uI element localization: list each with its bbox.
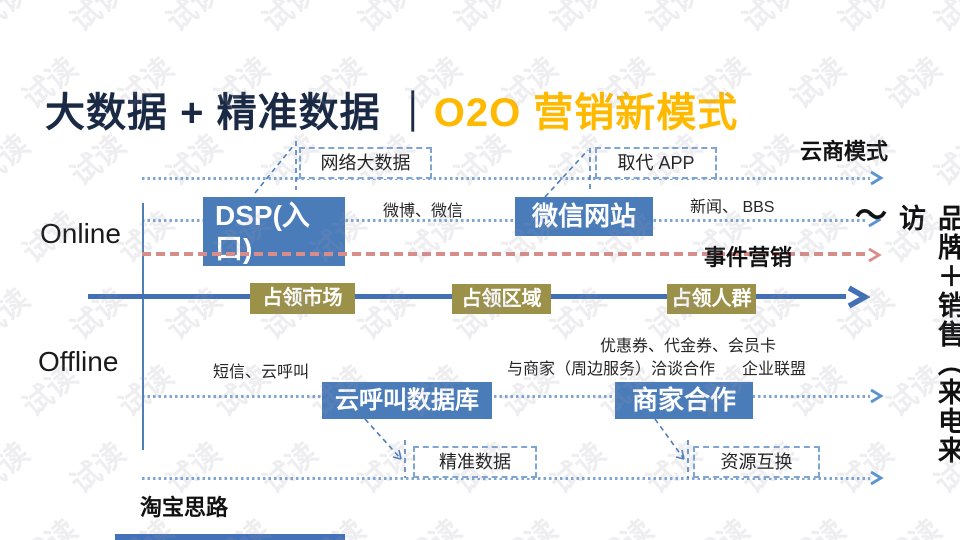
flow-line-offline-dotted — [142, 395, 870, 398]
merchant-negotiation-note: 与商家（周边服务）洽谈合作 — [507, 361, 716, 378]
taobao-idea-note: 淘宝思路 — [140, 495, 229, 520]
arrow-main-solid — [847, 285, 870, 309]
arrow-offline-dotted — [870, 388, 884, 404]
merchant-coop-box: 商家合作 — [615, 382, 753, 419]
flow-line-event-dashed — [142, 252, 866, 256]
precise-data-callout: 精准数据 — [413, 446, 537, 478]
arrow-event-dashed — [868, 247, 882, 263]
flow-line-top-dotted — [142, 177, 870, 180]
network-bigdata-callout: 网络大数据 — [299, 147, 432, 179]
event-marketing-note: 事件营销 — [704, 245, 793, 270]
slide-title-orange: O2O 营销新模式 — [433, 91, 739, 135]
outcome-vertical-text: 品牌＋销售（来电来访 — [895, 204, 960, 465]
vertical-spine — [142, 203, 144, 450]
slide-title: 大数据 + 精准数据 ｜O2O 营销新模式 — [45, 80, 738, 138]
flow-line-online-dotted — [142, 219, 866, 222]
enterprise-alliance-note: 企业联盟 — [742, 361, 807, 378]
footer-accent-bar — [115, 534, 345, 540]
wechat-site-box: 微信网站 — [515, 197, 653, 236]
cloud-model-note: 云商模式 — [800, 139, 889, 164]
arrow-top-dotted — [870, 170, 884, 186]
milestone-market-box: 占领市场 — [250, 283, 355, 314]
slide-title-black: 大数据 + 精准数据 ｜ — [45, 91, 434, 135]
milestone-region-box: 占领区域 — [452, 284, 551, 314]
sms-cloud-call-note: 短信、云呼叫 — [213, 364, 310, 381]
coupons-note: 优惠券、代金券、会员卡 — [600, 338, 777, 355]
replace-app-callout: 取代 APP — [595, 147, 717, 179]
brace-icon: 〜 — [855, 197, 888, 233]
online-label: Online — [40, 218, 121, 249]
flow-line-bottom-dotted — [142, 477, 870, 480]
weibo-wechat-note: 微博、微信 — [383, 203, 464, 220]
resource-exchange-callout: 资源互换 — [693, 446, 820, 478]
cloud-call-db-box: 云呼叫数据库 — [322, 382, 492, 419]
arrow-online-dotted — [868, 212, 882, 228]
arrow-bottom-dotted — [870, 470, 884, 486]
offline-label: Offline — [38, 346, 119, 377]
news-bbs-note: 新闻、 BBS — [690, 199, 775, 216]
milestone-crowd-box: 占领人群 — [667, 284, 756, 314]
